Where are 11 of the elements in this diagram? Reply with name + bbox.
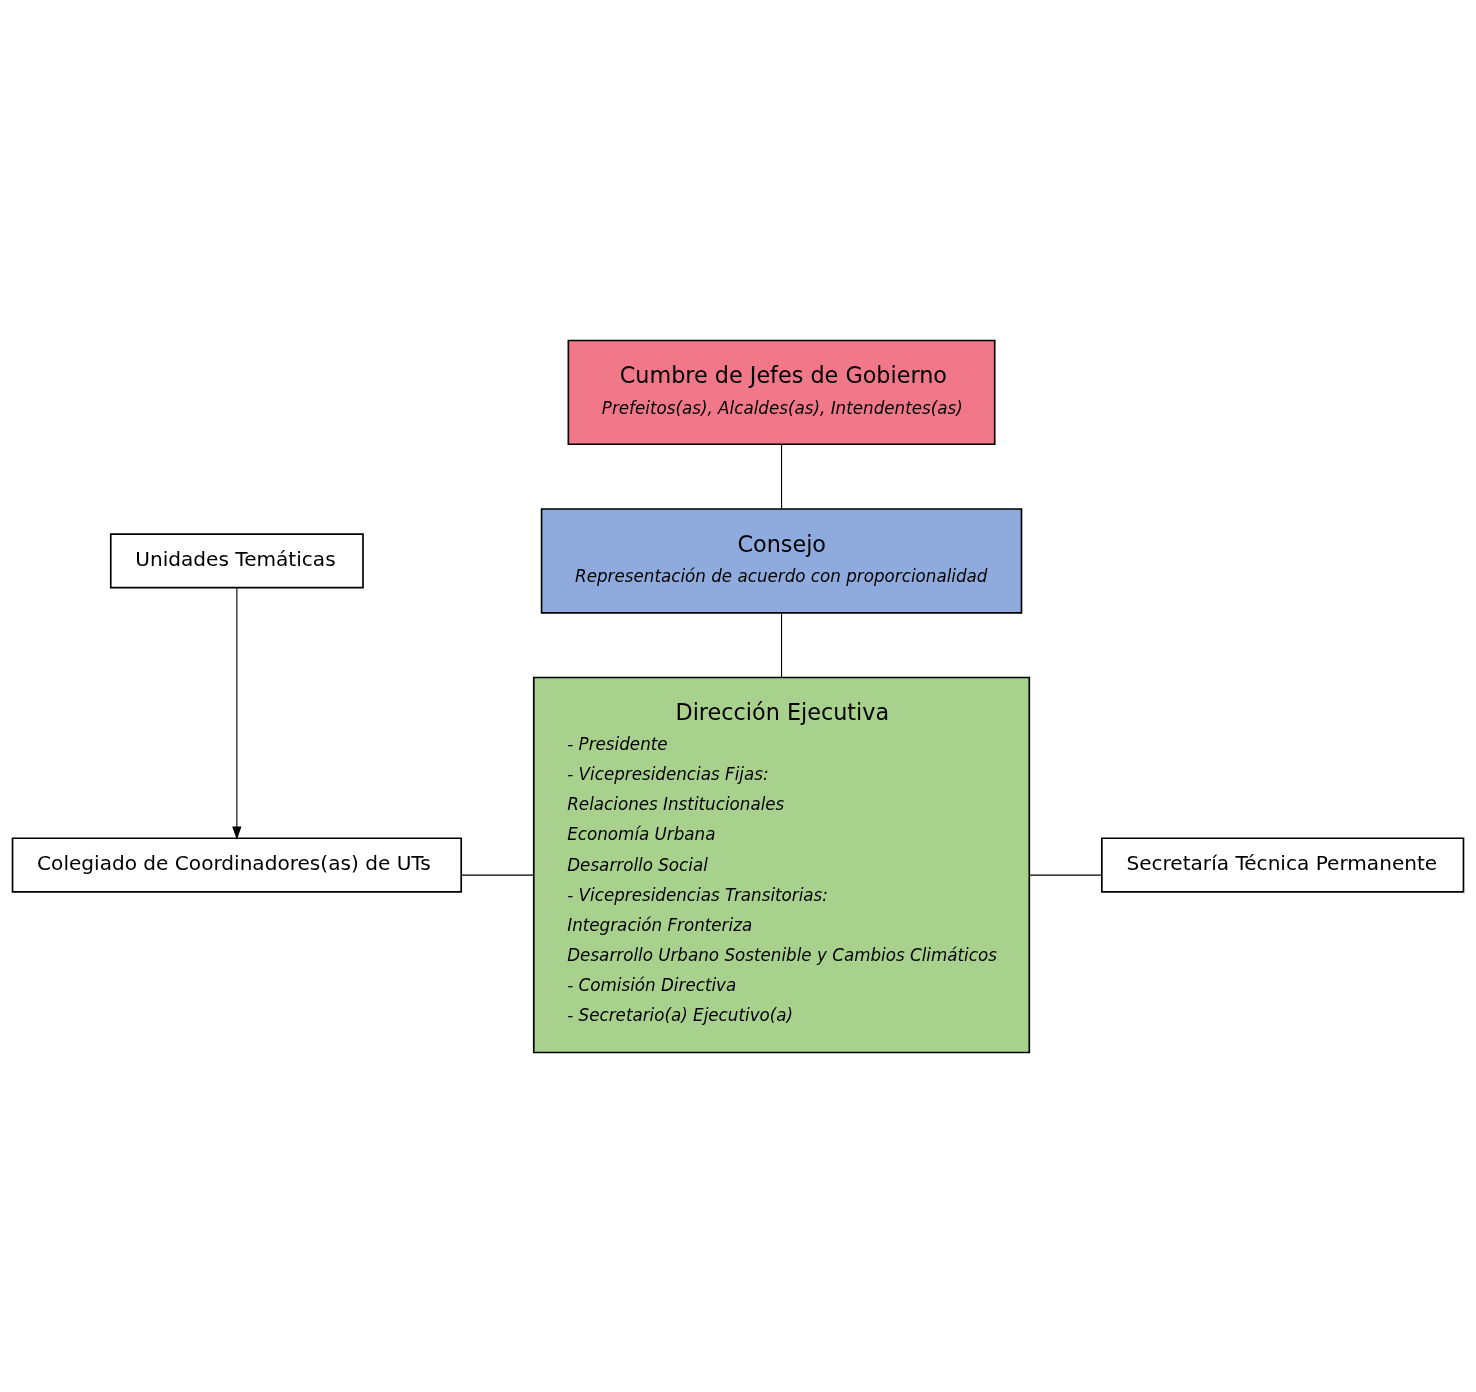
node-box: Cumbre de Jefes de Gobierno Prefeitos(as), Alcaldes(as), Intendentes(as) xyxy=(567,339,996,445)
connector xyxy=(780,611,783,678)
connector xyxy=(461,874,535,876)
node-box: Unidades Temáticas xyxy=(109,532,364,588)
node-box: Dirección Ejecutiva - Presidente - Vicepresidencias Fijas: Relaciones Institucionales Economía Urbana Desarrollo Social - Vicepresidencias Transitorias: Integración Fronteriza Desarrollo Urbano Sostenible y Cambios Climáticos - Comisión Directiva - Secretario(a) Ejecutivo(a) xyxy=(532,676,1031,1053)
connector xyxy=(1028,874,1103,876)
connector xyxy=(780,443,783,509)
node-box: Consejo Representación de acuerdo con proporcionalidad xyxy=(540,507,1023,614)
arrow xyxy=(232,586,242,840)
node-box: Secretaría Técnica Permanente xyxy=(1101,836,1465,893)
node-box: Colegiado de Coordinadores(as) de UTs xyxy=(11,836,463,893)
